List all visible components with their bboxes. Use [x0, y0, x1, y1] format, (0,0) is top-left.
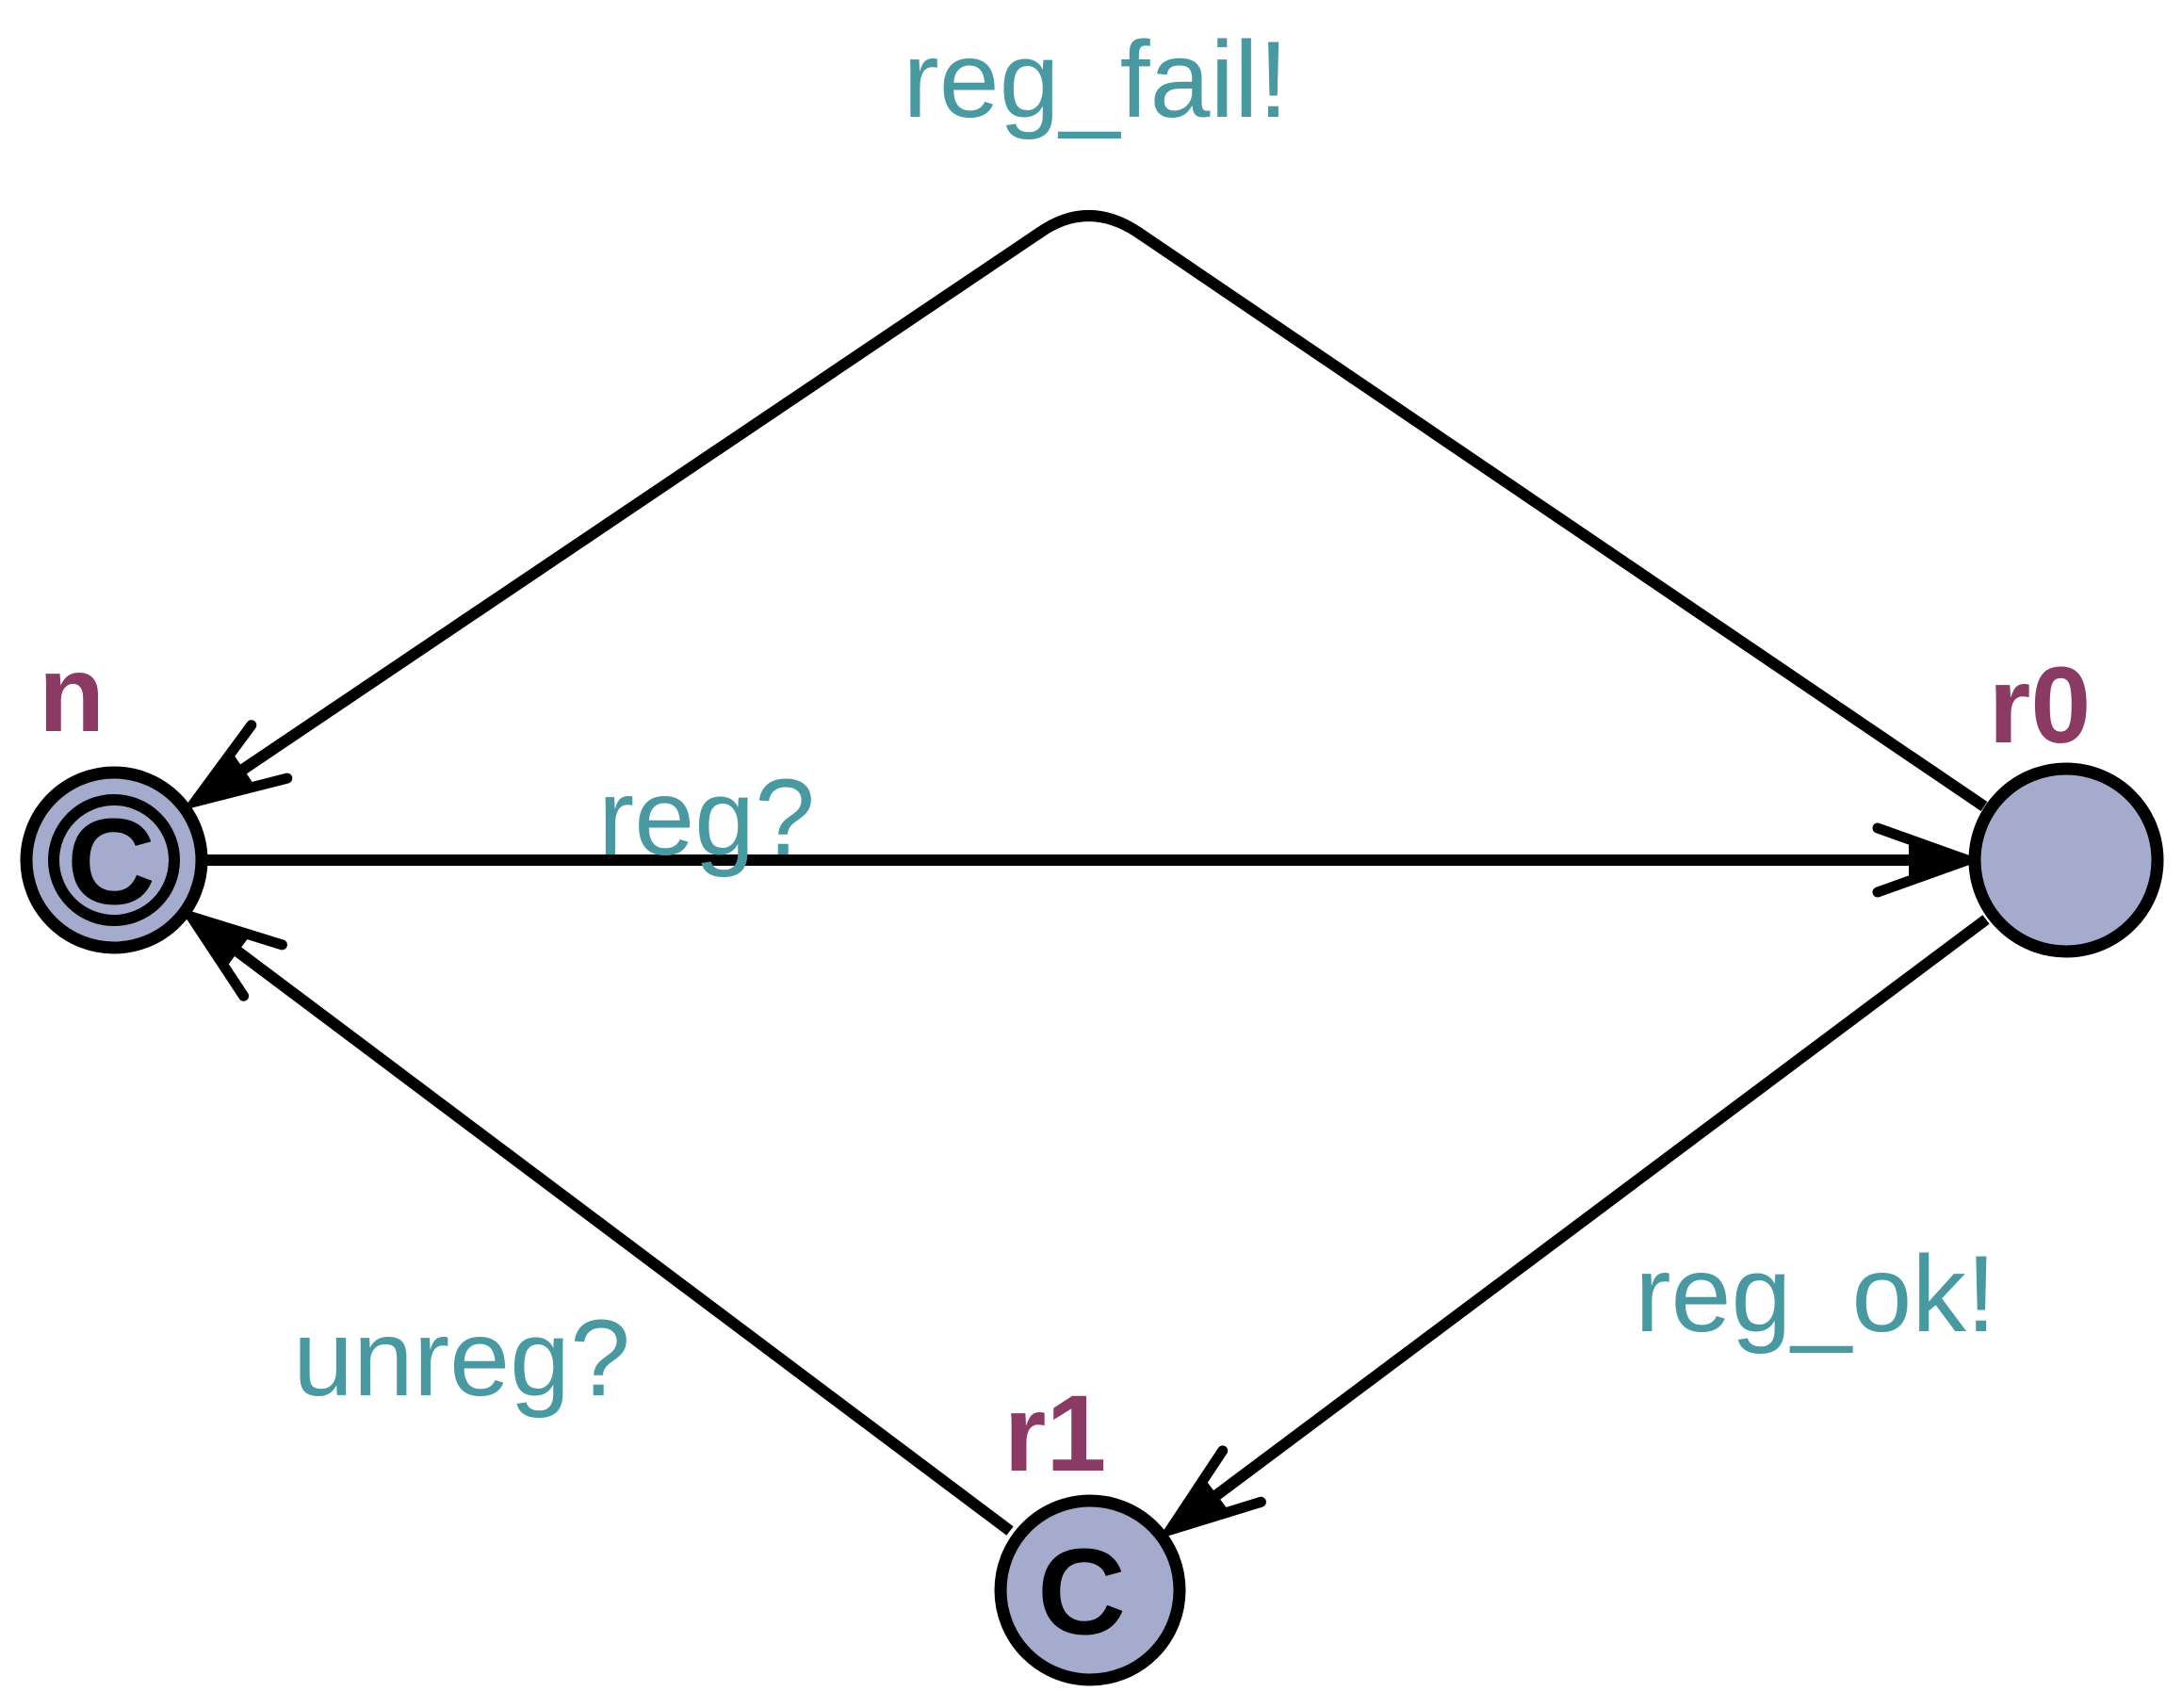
- transition-reg-label: reg?: [597, 756, 816, 878]
- transition-reg-ok: [1157, 915, 1990, 1539]
- transition-reg-fail: [182, 210, 1988, 811]
- transition-unreg-label: unreg?: [292, 1297, 631, 1419]
- transition-reg-fail-label: reg_fail!: [903, 19, 1289, 140]
- transition-unreg: [178, 907, 1014, 1536]
- state-r0-name: r0: [1988, 644, 2092, 766]
- state-r0-circle: [1968, 762, 2164, 958]
- state-r1-circle: [994, 1494, 1186, 1686]
- state-n-name: n: [38, 633, 106, 755]
- state-r1-committed-marker: C: [1037, 1522, 1126, 1661]
- state-r1-name: r1: [1003, 1373, 1107, 1494]
- state-n-initial-ring: [48, 794, 180, 926]
- state-n-committed-marker: C: [67, 792, 155, 931]
- transition-reg-ok-label: reg_ok!: [1635, 1233, 1996, 1355]
